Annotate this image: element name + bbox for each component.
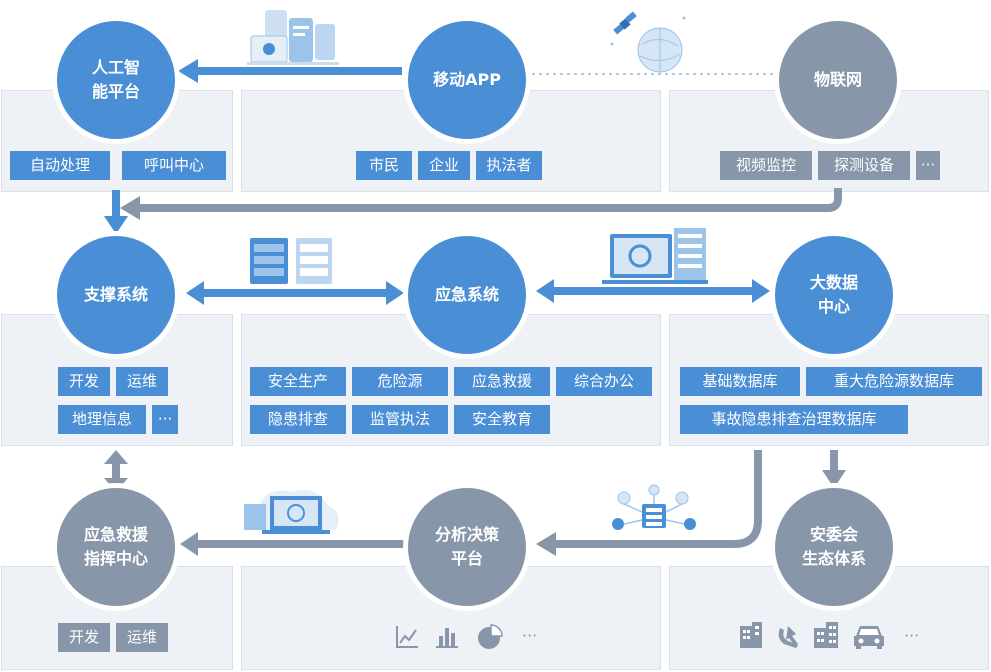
monitor-dashboard-illustration — [602, 228, 708, 284]
node-ai-platform-line1: 人工智 — [91, 58, 140, 77]
node-iot: 物联网 — [779, 21, 897, 139]
tag-command-development: 开发 — [58, 623, 110, 652]
tag-safety-education: 安全教育 — [454, 405, 550, 434]
node-analysis-platform-line2: 平台 — [450, 549, 483, 568]
tag-auto-processing: 自动处理 — [10, 151, 110, 180]
mobile-documents-illustration — [247, 10, 339, 65]
tag-geo-info: 地理信息 — [58, 405, 146, 434]
tag-law-enforcer: 执法者 — [476, 151, 542, 180]
node-iot-label: 物联网 — [813, 70, 862, 89]
node-command-center-line1: 应急救援 — [83, 525, 148, 544]
city-buildings-icon — [814, 622, 838, 648]
tag-call-center: 呼叫中心 — [122, 151, 226, 180]
node-command-center: 应急救援 指挥中心 — [57, 488, 175, 606]
node-big-data-line1: 大数据 — [809, 273, 858, 292]
node-mobile-app: 移动APP — [408, 21, 526, 139]
tag-supervision: 监管执法 — [352, 405, 448, 434]
tag-hazard-check: 隐患排查 — [250, 405, 346, 434]
analysis-more: ··· — [522, 626, 538, 645]
node-analysis-platform: 分析决策 平台 — [408, 488, 526, 606]
node-emergency-system: 应急系统 — [408, 236, 526, 354]
tag-citizen: 市民 — [356, 151, 412, 180]
node-emergency-system-label: 应急系统 — [434, 285, 499, 304]
node-ai-platform-line2: 能平台 — [91, 82, 140, 101]
tag-safe-production: 安全生产 — [250, 367, 346, 396]
tag-enterprise: 企业 — [418, 151, 470, 180]
node-ai-platform: 人工智 能平台 — [57, 21, 175, 139]
server-network-illustration — [612, 484, 696, 530]
tag-hazard-source: 危险源 — [352, 367, 448, 396]
committee-more: ··· — [904, 626, 920, 645]
node-safety-committee-line1: 安委会 — [809, 525, 858, 544]
party-emblem-icon — [778, 626, 798, 648]
tag-operations: 运维 — [116, 367, 168, 396]
line-chart-icon — [396, 626, 418, 648]
node-safety-committee-line2: 生态体系 — [801, 549, 866, 568]
tag-major-hazard-database: 重大危险源数据库 — [806, 367, 982, 396]
node-support-system: 支撑系统 — [57, 236, 175, 354]
tag-detection-device: 探测设备 — [818, 151, 910, 180]
satellite-globe-illustration — [610, 11, 686, 73]
node-analysis-platform-line1: 分析决策 — [434, 525, 499, 544]
node-big-data-line2: 中心 — [817, 297, 850, 316]
node-safety-committee: 安委会 生态体系 — [775, 488, 893, 606]
tag-iot-more: ··· — [916, 151, 940, 180]
laptop-network-illustration — [244, 489, 339, 534]
tag-emergency-rescue: 应急救援 — [454, 367, 550, 396]
tag-accident-hazard-database: 事故隐患排查治理数据库 — [680, 405, 908, 434]
tag-office-work: 综合办公 — [556, 367, 652, 396]
node-big-data: 大数据 中心 — [775, 236, 893, 354]
car-icon — [854, 626, 884, 649]
tag-development: 开发 — [58, 367, 110, 396]
tag-video-surveillance: 视频监控 — [720, 151, 812, 180]
pie-chart-icon — [478, 624, 503, 649]
bar-chart-icon — [436, 628, 458, 648]
office-building-icon — [740, 622, 762, 648]
server-racks-illustration — [250, 238, 332, 284]
node-command-center-line2: 指挥中心 — [83, 549, 148, 568]
node-support-system-label: 支撑系统 — [83, 285, 148, 304]
tag-command-operations: 运维 — [116, 623, 168, 652]
node-mobile-app-label: 移动APP — [433, 70, 501, 89]
arrowhead — [178, 59, 198, 83]
tag-support-more: ··· — [152, 405, 178, 434]
tag-base-database: 基础数据库 — [680, 367, 800, 396]
